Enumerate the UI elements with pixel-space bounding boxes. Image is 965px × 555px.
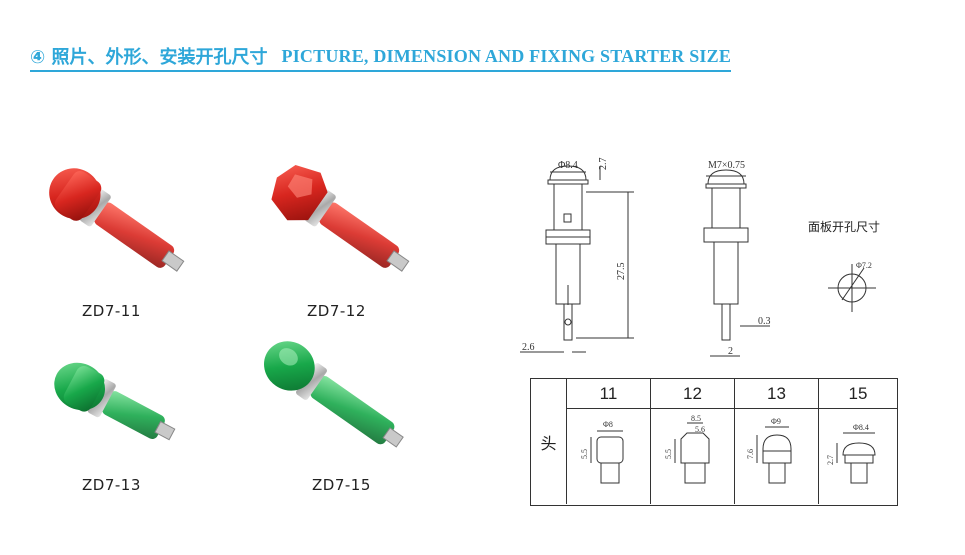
product-label: ZD7-11 — [82, 302, 141, 320]
lamp-image-zd7-11 — [49, 168, 185, 272]
panel-hole-drawing: Φ7.2 — [828, 261, 876, 312]
head-dim-top: Φ8.4 — [853, 423, 869, 432]
head-dim-top: 8.5 — [691, 414, 701, 423]
dim-pin-thickness: 0.3 — [758, 316, 771, 327]
lamp-image-zd7-13 — [54, 362, 176, 441]
head-dim-side: 7.6 — [746, 449, 755, 459]
head-dim-top: Φ9 — [771, 417, 781, 426]
table-header: 13 — [735, 379, 819, 409]
head-drawing-13: Φ9 7.6 — [746, 417, 792, 484]
head-drawing-15: Φ8.4 2.7 — [826, 423, 876, 484]
product-zd7-13: ZD7-13 — [30, 340, 210, 510]
heading-chinese: ④ 照片、外形、安装开孔尺寸 — [30, 47, 268, 68]
product-label: ZD7-13 — [82, 476, 141, 494]
product-zd7-11: ZD7-11 — [30, 150, 210, 330]
dim-thread: M7×0.75 — [708, 160, 745, 171]
head-drawing-12: 8.5 5.6 5.5 — [664, 414, 710, 484]
product-label: ZD7-12 — [307, 302, 366, 320]
panel-hole-label: 面板开孔尺寸 — [808, 220, 881, 234]
table-cell-11: Φ8 5.5 — [567, 409, 651, 504]
dimension-drawing: Φ8.4 2.7 M7×0.75 27.5 2.6 0.3 2 — [520, 158, 771, 357]
head-dim-side: 2.7 — [826, 455, 835, 465]
head-drawing-11: Φ8 5.5 — [580, 420, 624, 484]
product-zd7-15: ZD7-15 — [250, 330, 430, 510]
table-header: 15 — [819, 379, 897, 409]
table-header: 12 — [651, 379, 735, 409]
table-side-label: 头 — [531, 379, 567, 504]
dim-diameter: Φ8.4 — [558, 160, 578, 171]
head-dim-top2: 5.6 — [695, 425, 705, 434]
lamp-image-zd7-12 — [271, 164, 410, 272]
table-cell-15: Φ8.4 2.7 — [819, 409, 897, 504]
panel-hole-dim: Φ7.2 — [856, 261, 872, 270]
lamp-head-table: 头 11 12 13 15 Φ8 5.5 8.5 5.6 5.5 — [530, 378, 898, 506]
product-label: ZD7-15 — [312, 476, 371, 494]
head-dim-side: 5.5 — [664, 449, 673, 459]
table-header: 11 — [567, 379, 651, 409]
product-zd7-12: ZD7-12 — [255, 150, 435, 330]
dim-pin-width: 2 — [728, 346, 733, 357]
head-dim-top: Φ8 — [603, 420, 613, 429]
lamp-image-zd7-15 — [264, 341, 404, 448]
table-cell-12: 8.5 5.6 5.5 — [651, 409, 735, 504]
dim-top: 2.7 — [598, 158, 609, 171]
dim-pin-left: 2.6 — [522, 342, 535, 353]
table-cell-13: Φ9 7.6 — [735, 409, 819, 504]
heading-english: PICTURE, DIMENSION AND FIXING STARTER SI… — [281, 45, 732, 66]
head-dim-side: 5.5 — [580, 449, 589, 459]
section-heading: ④ 照片、外形、安装开孔尺寸 PICTURE, DIMENSION AND FI… — [30, 44, 732, 72]
dim-length: 27.5 — [616, 263, 627, 281]
